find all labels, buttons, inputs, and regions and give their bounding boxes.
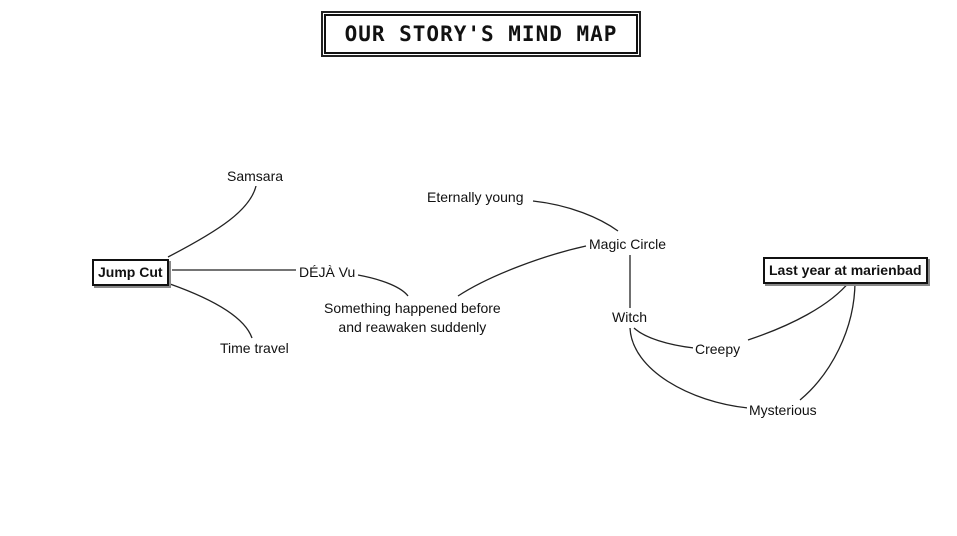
node-something-happened[interactable]: Something happened before and reawaken s… xyxy=(322,299,503,337)
edge-marienbad-creepy xyxy=(747,280,851,341)
page-title: OUR STORY'S MIND MAP xyxy=(324,14,638,54)
edge-dejavu-something xyxy=(357,274,409,297)
node-eternally-young[interactable]: Eternally young xyxy=(425,188,526,207)
edge-jumpcut-samsara xyxy=(167,185,257,258)
node-something-line1: Something happened before xyxy=(324,300,501,316)
node-deja-vu[interactable]: DÉJÀ Vu xyxy=(297,263,358,282)
node-last-year-at-marienbad[interactable]: Last year at marienbad xyxy=(763,257,928,284)
edge-marienbad-mysterious xyxy=(799,280,856,401)
node-jump-cut[interactable]: Jump Cut xyxy=(92,259,169,286)
edge-jumpcut-timetravel xyxy=(169,283,253,339)
node-mysterious[interactable]: Mysterious xyxy=(747,401,819,420)
node-creepy[interactable]: Creepy xyxy=(693,340,743,359)
edge-something-magiccircle xyxy=(457,245,587,297)
node-witch[interactable]: Witch xyxy=(610,308,649,327)
node-samsara[interactable]: Samsara xyxy=(225,167,286,186)
node-something-line2: and reawaken suddenly xyxy=(338,319,487,335)
edge-witch-mysterious xyxy=(629,327,749,409)
edge-eternallyyoung-magiccircle xyxy=(532,200,619,232)
node-time-travel[interactable]: Time travel xyxy=(218,339,291,358)
edge-witch-creepy xyxy=(633,327,695,349)
node-magic-circle[interactable]: Magic Circle xyxy=(587,235,669,254)
